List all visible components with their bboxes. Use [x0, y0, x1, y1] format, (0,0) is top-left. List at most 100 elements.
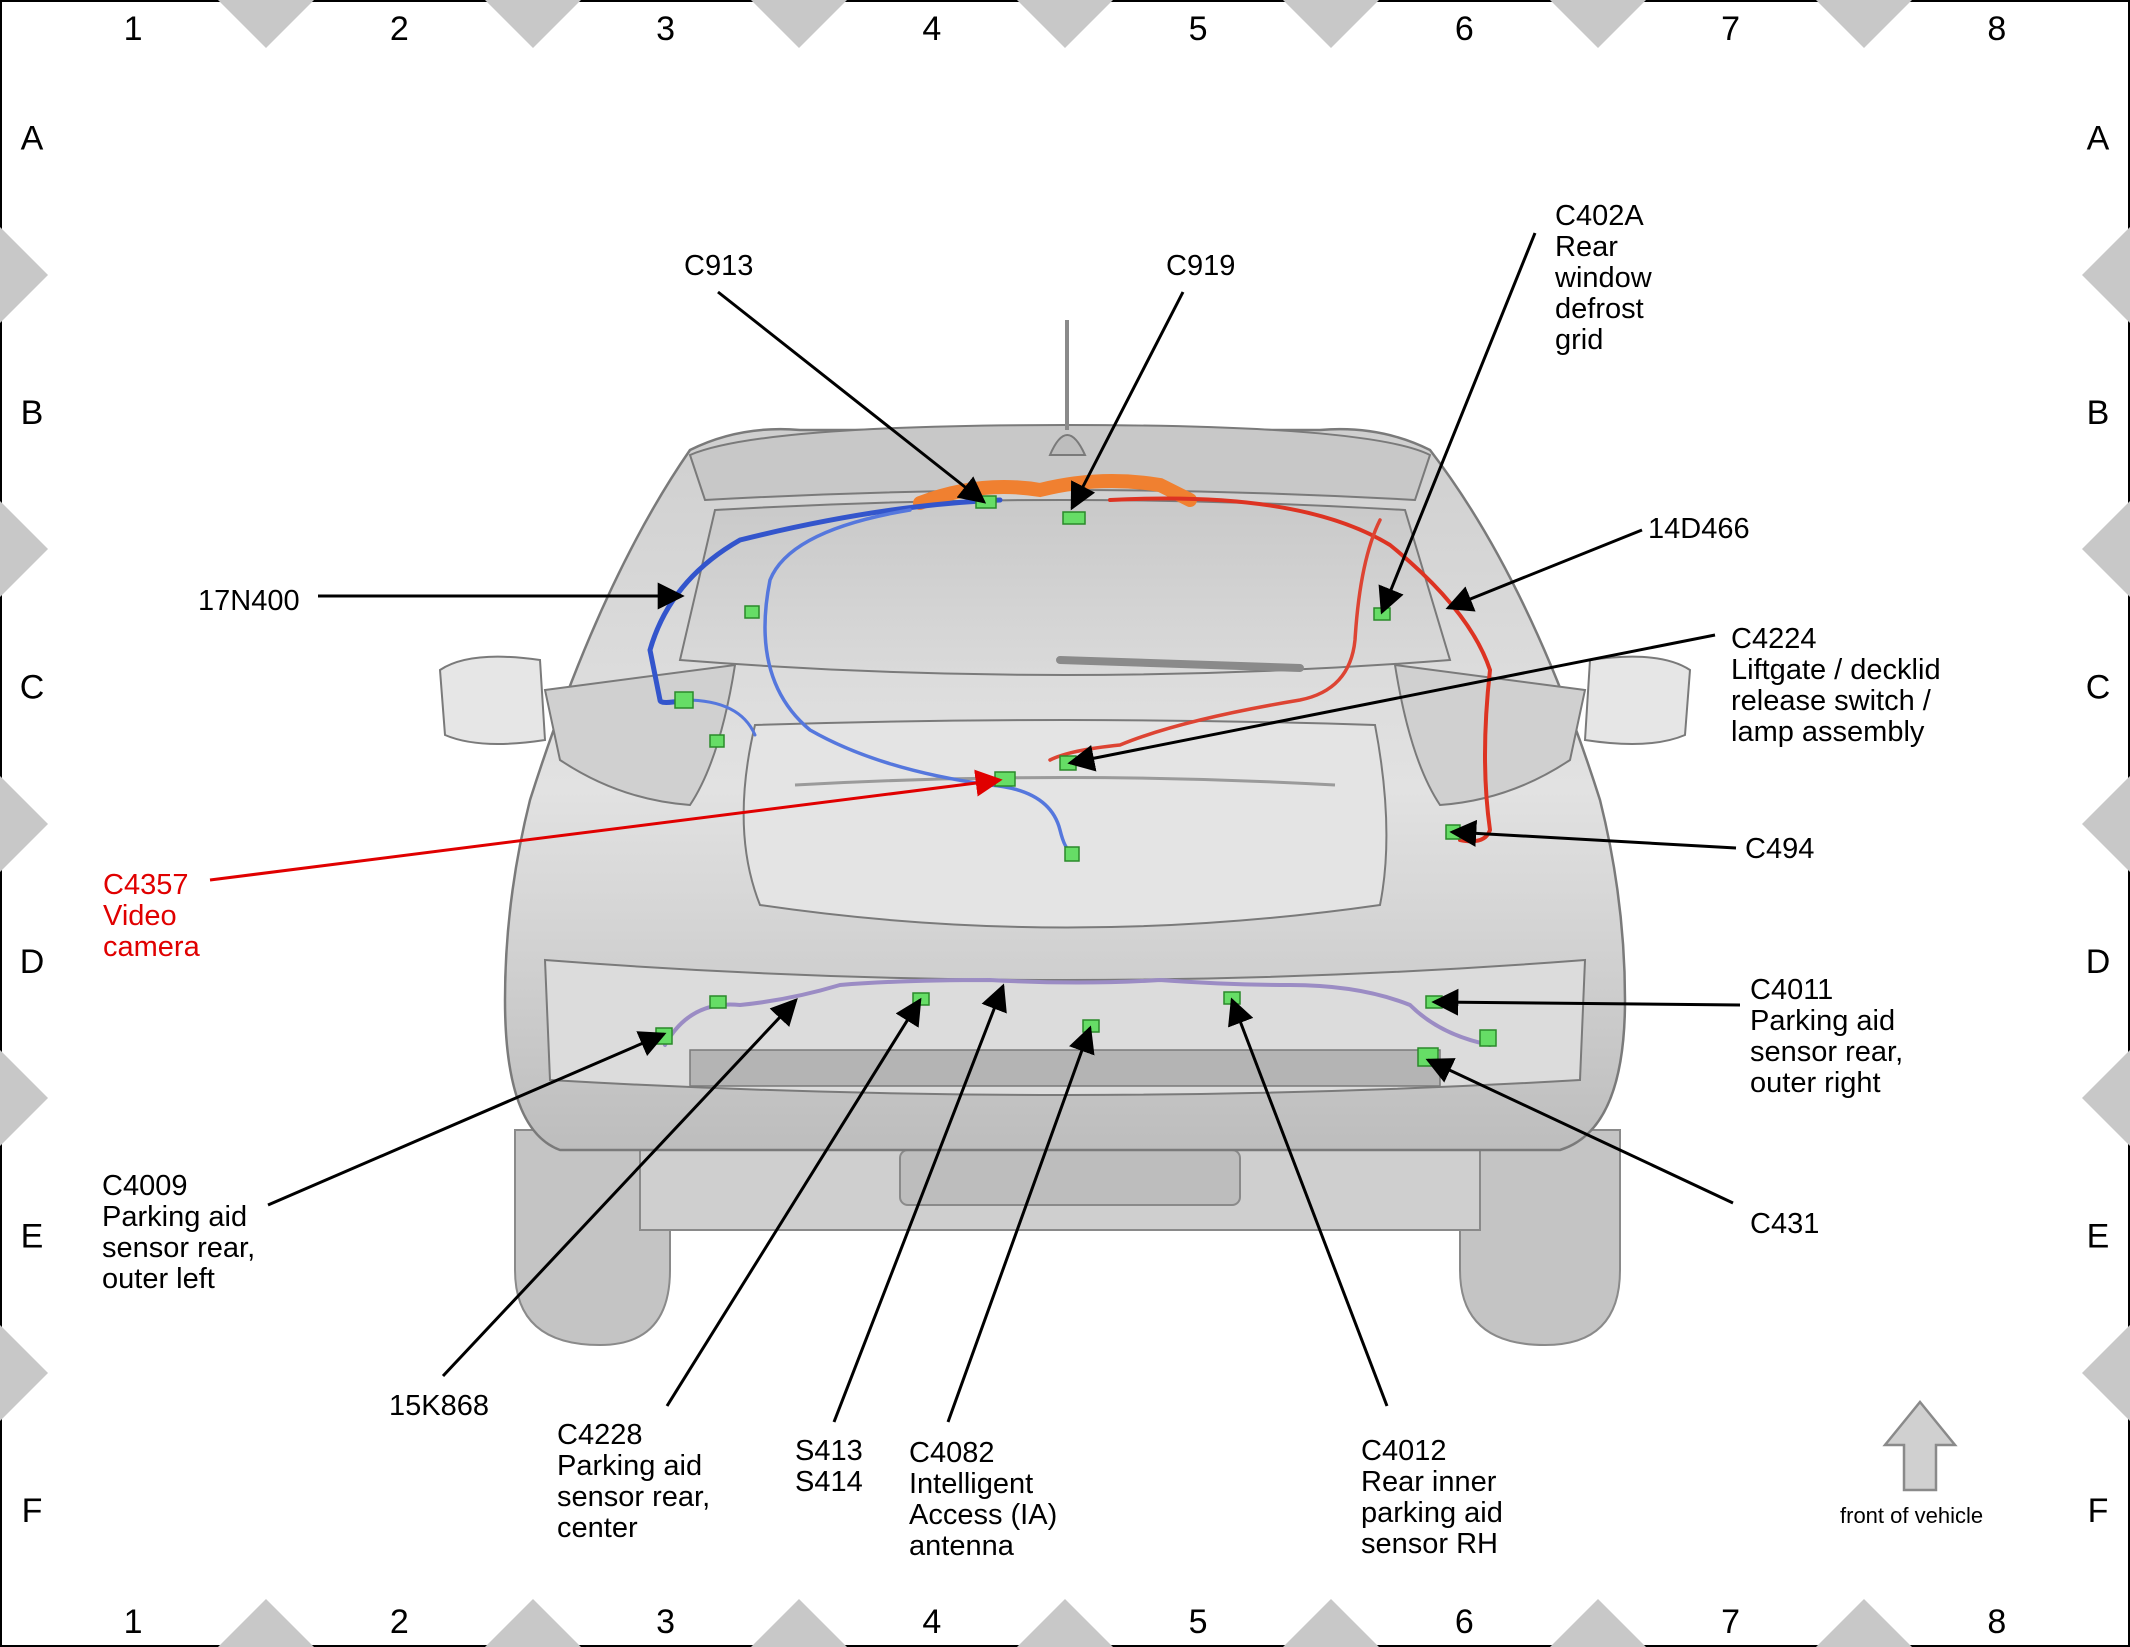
callout-labels: C913 C919 C402A Rear window defrost grid… [102, 200, 1949, 1562]
grid-marker-bottom [485, 1599, 581, 1647]
label-c4224: C4224 Liftgate / decklid release switch … [1731, 623, 1949, 748]
label-c913: C913 [684, 250, 753, 282]
connector-lamp-left [709, 734, 725, 748]
grid-column-label-top: 8 [1987, 10, 2006, 48]
grid-row-label-right: D [2086, 943, 2111, 981]
leader-c4224 [1067, 633, 1716, 772]
grid-column-label-bottom: 1 [124, 1603, 143, 1641]
leader-15k868 [441, 998, 798, 1378]
label-c4011: C4011 Parking aid sensor rear, outer rig… [1750, 974, 1911, 1099]
grid-marker-left [0, 1325, 48, 1421]
connector-c4228 [912, 992, 930, 1006]
label-c494: C494 [1745, 833, 1814, 865]
grid-marker-bottom [751, 1599, 847, 1647]
connector-bumper-right-outer [1479, 1029, 1497, 1047]
grid-marker-right [2082, 1050, 2130, 1146]
rear-wiper [1056, 656, 1304, 672]
grid-marker-right [2082, 776, 2130, 872]
antenna-base [1048, 434, 1087, 456]
leader-c4011 [1431, 988, 1741, 1016]
vehicle-rear-view [438, 320, 1692, 1347]
grid-column-label-top: 7 [1721, 10, 1740, 48]
liftgate-panel [742, 719, 1388, 929]
grid-row-label-right: C [2086, 668, 2111, 706]
harness-blue-liftgate [763, 508, 1072, 852]
grid-row-label-left: E [21, 1217, 44, 1255]
label-c431: C431 [1750, 1208, 1819, 1240]
grid-column-label-bottom: 7 [1721, 1603, 1740, 1641]
leader-14d466 [1445, 528, 1643, 612]
grid-marker-top [751, 0, 847, 48]
exhaust-shield [899, 1149, 1241, 1206]
liftgate-crease [794, 776, 1336, 787]
grid-marker-top [1816, 0, 1912, 48]
grid-marker-top [1550, 0, 1646, 48]
leader-c4009 [267, 1031, 667, 1207]
connector-window-left [744, 605, 760, 619]
connector-liftgate-lower [1064, 846, 1080, 862]
grid-marker-bottom [218, 1599, 314, 1647]
grid-column-label-bottom: 5 [1189, 1603, 1208, 1641]
label-15k868: 15K868 [389, 1390, 489, 1422]
grid-marker-bottom [1816, 1599, 1912, 1647]
harness-red-liftgate [1048, 518, 1382, 762]
harness-17n400 [647, 497, 1003, 705]
harness-14d466 [1108, 496, 1493, 844]
leader-c913 [717, 290, 987, 504]
leader-s413-s414 [832, 983, 1007, 1423]
grid-row-label-right: B [2087, 394, 2110, 432]
connector-17n400 [674, 691, 694, 709]
grid-marker-bottom [1550, 1599, 1646, 1647]
grid-marker-bottom [1017, 1599, 1113, 1647]
grid-marker-left [0, 227, 48, 323]
grid-marker-right [2082, 227, 2130, 323]
harness-15k868 [663, 977, 1492, 1047]
grid-marker-top [218, 0, 314, 48]
leader-c4082 [946, 1025, 1095, 1423]
grid-marker-top [1017, 0, 1113, 48]
grid-column-label-top: 4 [922, 10, 941, 48]
grid-row-label-left: C [20, 668, 45, 706]
leader-c494 [1449, 819, 1737, 850]
label-c4228: C4228 Parking aid sensor rear, center [557, 1419, 718, 1544]
left-mirror [438, 655, 547, 745]
grid-column-label-top: 5 [1189, 10, 1208, 48]
grid-marker-right [2082, 501, 2130, 597]
grid-marker-top [1283, 0, 1379, 48]
grid-row-label-left: A [21, 119, 44, 157]
leader-c4357 [209, 769, 1003, 882]
label-c4082: C4082 Intelligent Access (IA) antenna [909, 1437, 1065, 1562]
label-c4009: C4009 Parking aid sensor rear, outer lef… [102, 1170, 263, 1295]
leader-c4012 [1228, 997, 1389, 1407]
harness-blue-lamp [683, 698, 757, 737]
grid-column-label-top: 1 [124, 10, 143, 48]
grid-marker-bottom [1283, 1599, 1379, 1647]
grid-column-label-top: 3 [656, 10, 675, 48]
label-c4012: C4012 Rear inner parking aid sensor RH [1361, 1435, 1511, 1560]
leader-c431 [1425, 1058, 1734, 1205]
label-c402a: C402A Rear window defrost grid [1554, 200, 1660, 356]
grid-marker-left [0, 1050, 48, 1146]
label-c4357: C4357 Video camera [103, 869, 201, 963]
grid-row-label-left: F [22, 1492, 43, 1530]
arrow-up-icon [1882, 1400, 1958, 1492]
grid-row-label-right: F [2088, 1492, 2109, 1530]
leader-lines [209, 232, 1741, 1423]
leader-c4228 [665, 997, 922, 1407]
front-of-vehicle-label: front of vehicle [1840, 1503, 1983, 1528]
grid-row-label-left: B [21, 394, 44, 432]
grid-marker-left [0, 776, 48, 872]
leader-c919 [1070, 291, 1185, 511]
grid-column-label-top: 6 [1455, 10, 1474, 48]
grid-column-label-bottom: 2 [390, 1603, 409, 1641]
label-s413-s414: S413 S414 [795, 1435, 871, 1498]
grid-column-label-top: 2 [390, 10, 409, 48]
front-of-vehicle-legend: front of vehicle [1840, 1400, 1983, 1528]
grid-marker-right [2082, 1325, 2130, 1421]
right-mirror [1583, 655, 1692, 745]
grid-marker-left [0, 501, 48, 597]
grid-marker-top [485, 0, 581, 48]
grid-row-label-right: E [2087, 1217, 2110, 1255]
leader-c402a [1378, 232, 1537, 615]
